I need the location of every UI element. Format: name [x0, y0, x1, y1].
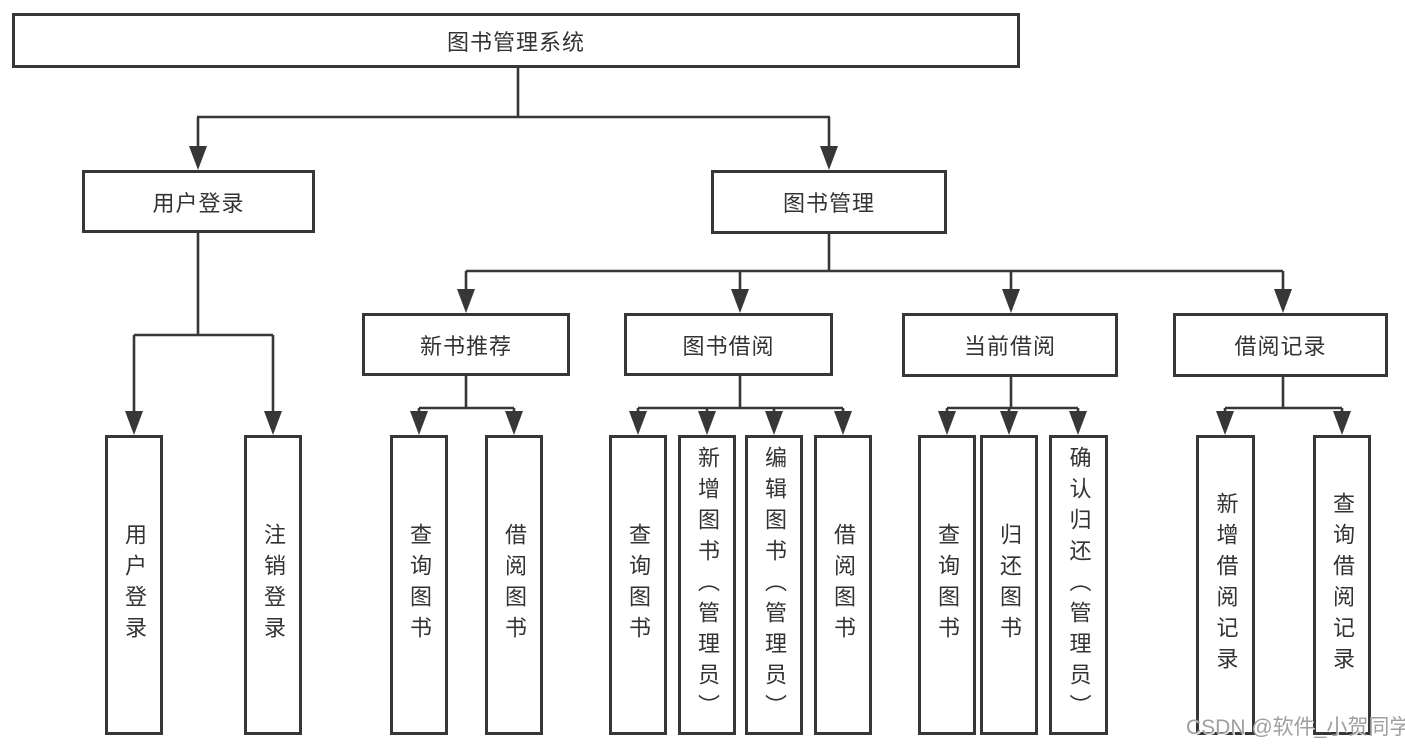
arrow-icon [189, 146, 207, 170]
node-current-borrow: 当前借阅 [902, 313, 1118, 377]
leaf-logout: 注销登录 [244, 435, 302, 735]
node-label: 查询图书 [935, 523, 960, 647]
arrow-icon [1002, 289, 1020, 313]
node-label: 查询借阅记录 [1330, 492, 1355, 678]
arrow-icon [698, 411, 716, 435]
watermark-text: CSDN @软件_小贺同学 [1186, 716, 1405, 739]
connector-strokes [132, 67, 1344, 415]
leaf-query-books-3: 查询图书 [918, 435, 976, 735]
leaf-edit-book-admin: 编辑图书（管理员） [745, 435, 803, 735]
connector-borrow-record-group [1223, 377, 1344, 415]
node-new-book-recommend: 新书推荐 [362, 313, 570, 376]
connector-book-management-group [464, 234, 1285, 291]
leaf-user-login: 用户登录 [105, 435, 163, 735]
leaf-borrow-books-2: 借阅图书 [814, 435, 872, 735]
leaf-confirm-return-admin: 确认归还（管理员） [1049, 435, 1108, 735]
connector-user-login-group [132, 233, 275, 413]
arrow-icon [264, 411, 282, 435]
node-root-library-system: 图书管理系统 [12, 13, 1020, 68]
node-label: 编辑图书（管理员） [762, 445, 787, 725]
connector-new-book-group [417, 376, 516, 415]
arrow-icon [410, 411, 428, 435]
arrow-icon [765, 411, 783, 435]
node-book-borrow: 图书借阅 [624, 313, 833, 376]
leaf-add-book-admin: 新增图书（管理员） [678, 435, 736, 735]
node-label: 借阅记录 [1234, 334, 1327, 359]
arrowheads [125, 146, 1351, 435]
node-label: 查询图书 [407, 523, 432, 647]
node-label: 归还图书 [997, 523, 1022, 647]
leaf-query-books-2: 查询图书 [609, 435, 667, 735]
node-label: 新增图书（管理员） [695, 445, 720, 725]
arrow-icon [505, 411, 523, 435]
arrow-icon [820, 146, 838, 170]
arrow-icon [938, 411, 956, 435]
node-label: 新书推荐 [419, 333, 512, 359]
connector-current-borrow-group [945, 377, 1080, 415]
node-label: 借阅图书 [831, 523, 856, 647]
node-label: 注销登录 [261, 523, 286, 647]
arrow-icon [1069, 411, 1087, 435]
node-label: 确认归还（管理员） [1066, 445, 1092, 725]
node-borrow-record: 借阅记录 [1173, 313, 1388, 377]
arrow-icon [457, 289, 475, 313]
connector-root-to-level2 [196, 67, 831, 148]
arrow-icon [629, 411, 647, 435]
node-label: 新增借阅记录 [1213, 492, 1239, 678]
node-label: 图书借阅 [682, 333, 775, 359]
arrow-icon [1000, 411, 1018, 435]
arrow-icon [1216, 411, 1234, 435]
leaf-add-borrow-record: 新增借阅记录 [1196, 435, 1255, 735]
arrow-icon [1274, 289, 1292, 313]
node-user-login: 用户登录 [82, 170, 315, 233]
node-label: 图书管理 [782, 191, 875, 216]
arrow-icon [1333, 411, 1351, 435]
arrow-icon [125, 411, 143, 435]
node-label: 借阅图书 [502, 523, 527, 647]
connector-book-borrow-group [636, 376, 845, 415]
leaf-return-book: 归还图书 [980, 435, 1038, 735]
node-book-management: 图书管理 [711, 170, 947, 234]
node-label: 图书管理系统 [446, 29, 585, 55]
arrow-icon [834, 411, 852, 435]
leaf-borrow-books-1: 借阅图书 [485, 435, 543, 735]
node-label: 当前借阅 [963, 334, 1056, 359]
leaf-query-books-1: 查询图书 [390, 435, 448, 735]
arrow-icon [731, 289, 749, 313]
node-label: 用户登录 [122, 523, 147, 647]
node-label: 用户登录 [152, 190, 245, 216]
node-label: 查询图书 [626, 523, 651, 647]
leaf-query-borrow-record: 查询借阅记录 [1313, 435, 1371, 735]
